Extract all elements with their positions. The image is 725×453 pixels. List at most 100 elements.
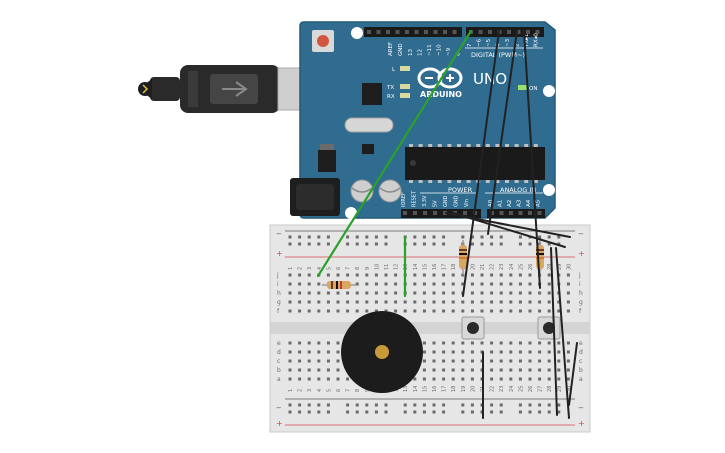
breadboard-hole[interactable]: [451, 282, 455, 286]
rail-hole[interactable]: [518, 410, 522, 414]
breadboard-hole[interactable]: [355, 291, 359, 295]
breadboard-hole[interactable]: [461, 309, 465, 313]
wires[interactable]: [316, 29, 578, 419]
rail-hole[interactable]: [422, 403, 426, 407]
breadboard-hole[interactable]: [490, 341, 494, 345]
breadboard-hole[interactable]: [442, 300, 446, 304]
breadboard-hole[interactable]: [490, 291, 494, 295]
header-pin[interactable]: [507, 30, 511, 34]
header-pin[interactable]: [424, 30, 428, 34]
breadboard-hole[interactable]: [461, 300, 465, 304]
header-pin[interactable]: [414, 30, 419, 34]
rail-hole[interactable]: [288, 235, 292, 239]
breadboard-hole[interactable]: [509, 273, 513, 277]
resistor-icon[interactable]: [459, 240, 467, 275]
breadboard-hole[interactable]: [288, 300, 292, 304]
rail-hole[interactable]: [557, 242, 561, 246]
breadboard-hole[interactable]: [442, 350, 446, 354]
breadboard-hole[interactable]: [288, 359, 292, 363]
breadboard-hole[interactable]: [298, 300, 302, 304]
breadboard-hole[interactable]: [538, 359, 542, 363]
breadboard-hole[interactable]: [432, 359, 436, 363]
breadboard-hole[interactable]: [346, 300, 350, 304]
header-pin[interactable]: [433, 30, 438, 34]
breadboard-hole[interactable]: [336, 309, 340, 313]
breadboard-hole[interactable]: [451, 341, 455, 345]
rail-hole[interactable]: [470, 235, 474, 239]
breadboard-hole[interactable]: [499, 282, 503, 286]
breadboard-hole[interactable]: [307, 341, 311, 345]
breadboard-hole[interactable]: [480, 300, 484, 304]
breadboard-hole[interactable]: [470, 273, 474, 277]
breadboard-hole[interactable]: [499, 273, 503, 277]
breadboard-hole[interactable]: [422, 368, 426, 372]
header-pin[interactable]: [518, 211, 523, 215]
breadboard-hole[interactable]: [451, 377, 455, 381]
rail-hole[interactable]: [346, 242, 350, 246]
breadboard-hole[interactable]: [336, 291, 340, 295]
breadboard-hole[interactable]: [346, 377, 350, 381]
breadboard-hole[interactable]: [442, 309, 446, 313]
breadboard-hole[interactable]: [518, 377, 522, 381]
breadboard-hole[interactable]: [403, 300, 407, 304]
rail-hole[interactable]: [547, 235, 551, 239]
pushbutton-icon[interactable]: [537, 316, 561, 340]
breadboard-hole[interactable]: [566, 359, 570, 363]
breadboard-hole[interactable]: [336, 359, 340, 363]
header-pin[interactable]: [386, 30, 390, 34]
breadboard-hole[interactable]: [374, 282, 378, 286]
breadboard-hole[interactable]: [317, 350, 321, 354]
rail-hole[interactable]: [432, 235, 436, 239]
header-pin[interactable]: [413, 211, 417, 215]
wire-black-down-3[interactable]: [555, 247, 570, 419]
breadboard-hole[interactable]: [346, 273, 350, 277]
breadboard-hole[interactable]: [566, 291, 570, 295]
wire-black-gnd-2[interactable]: [452, 212, 566, 248]
breadboard-hole[interactable]: [442, 273, 446, 277]
breadboard-hole[interactable]: [509, 368, 513, 372]
breadboard-hole[interactable]: [490, 359, 494, 363]
breadboard-hole[interactable]: [394, 309, 398, 313]
breadboard-hole[interactable]: [422, 377, 426, 381]
rail-hole[interactable]: [288, 410, 292, 414]
rail-hole[interactable]: [538, 403, 542, 407]
breadboard-hole[interactable]: [528, 377, 532, 381]
breadboard-hole[interactable]: [298, 341, 302, 345]
breadboard-hole[interactable]: [461, 359, 465, 363]
breadboard-hole[interactable]: [470, 359, 474, 363]
breadboard-hole[interactable]: [518, 300, 522, 304]
breadboard-hole[interactable]: [288, 377, 292, 381]
breadboard-hole[interactable]: [307, 368, 311, 372]
breadboard-hole[interactable]: [432, 291, 436, 295]
breadboard-hole[interactable]: [470, 309, 474, 313]
breadboard-hole[interactable]: [470, 377, 474, 381]
header-pin[interactable]: [403, 211, 407, 215]
breadboard-hole[interactable]: [336, 273, 340, 277]
breadboard-hole[interactable]: [317, 359, 321, 363]
rail-hole[interactable]: [374, 242, 378, 246]
breadboard-hole[interactable]: [336, 368, 340, 372]
rail-hole[interactable]: [298, 242, 302, 246]
breadboard-hole[interactable]: [432, 377, 436, 381]
breadboard-hole[interactable]: [298, 359, 302, 363]
breadboard-hole[interactable]: [394, 291, 398, 295]
breadboard-hole[interactable]: [384, 309, 388, 313]
breadboard-hole[interactable]: [374, 291, 378, 295]
rail-hole[interactable]: [480, 235, 484, 239]
breadboard-hole[interactable]: [365, 291, 369, 295]
breadboard-hole[interactable]: [557, 350, 561, 354]
wire-black-3[interactable]: [523, 30, 541, 289]
rail-hole[interactable]: [298, 410, 302, 414]
breadboard-hole[interactable]: [490, 300, 494, 304]
breadboard-hole[interactable]: [499, 291, 503, 295]
breadboard-hole[interactable]: [547, 377, 551, 381]
breadboard-hole[interactable]: [432, 273, 436, 277]
rail-hole[interactable]: [317, 410, 321, 414]
breadboard-hole[interactable]: [374, 300, 378, 304]
breadboard-hole[interactable]: [384, 291, 388, 295]
breadboard-hole[interactable]: [298, 350, 302, 354]
breadboard-hole[interactable]: [374, 273, 378, 277]
breadboard-hole[interactable]: [499, 368, 503, 372]
breadboard-hole[interactable]: [547, 300, 551, 304]
